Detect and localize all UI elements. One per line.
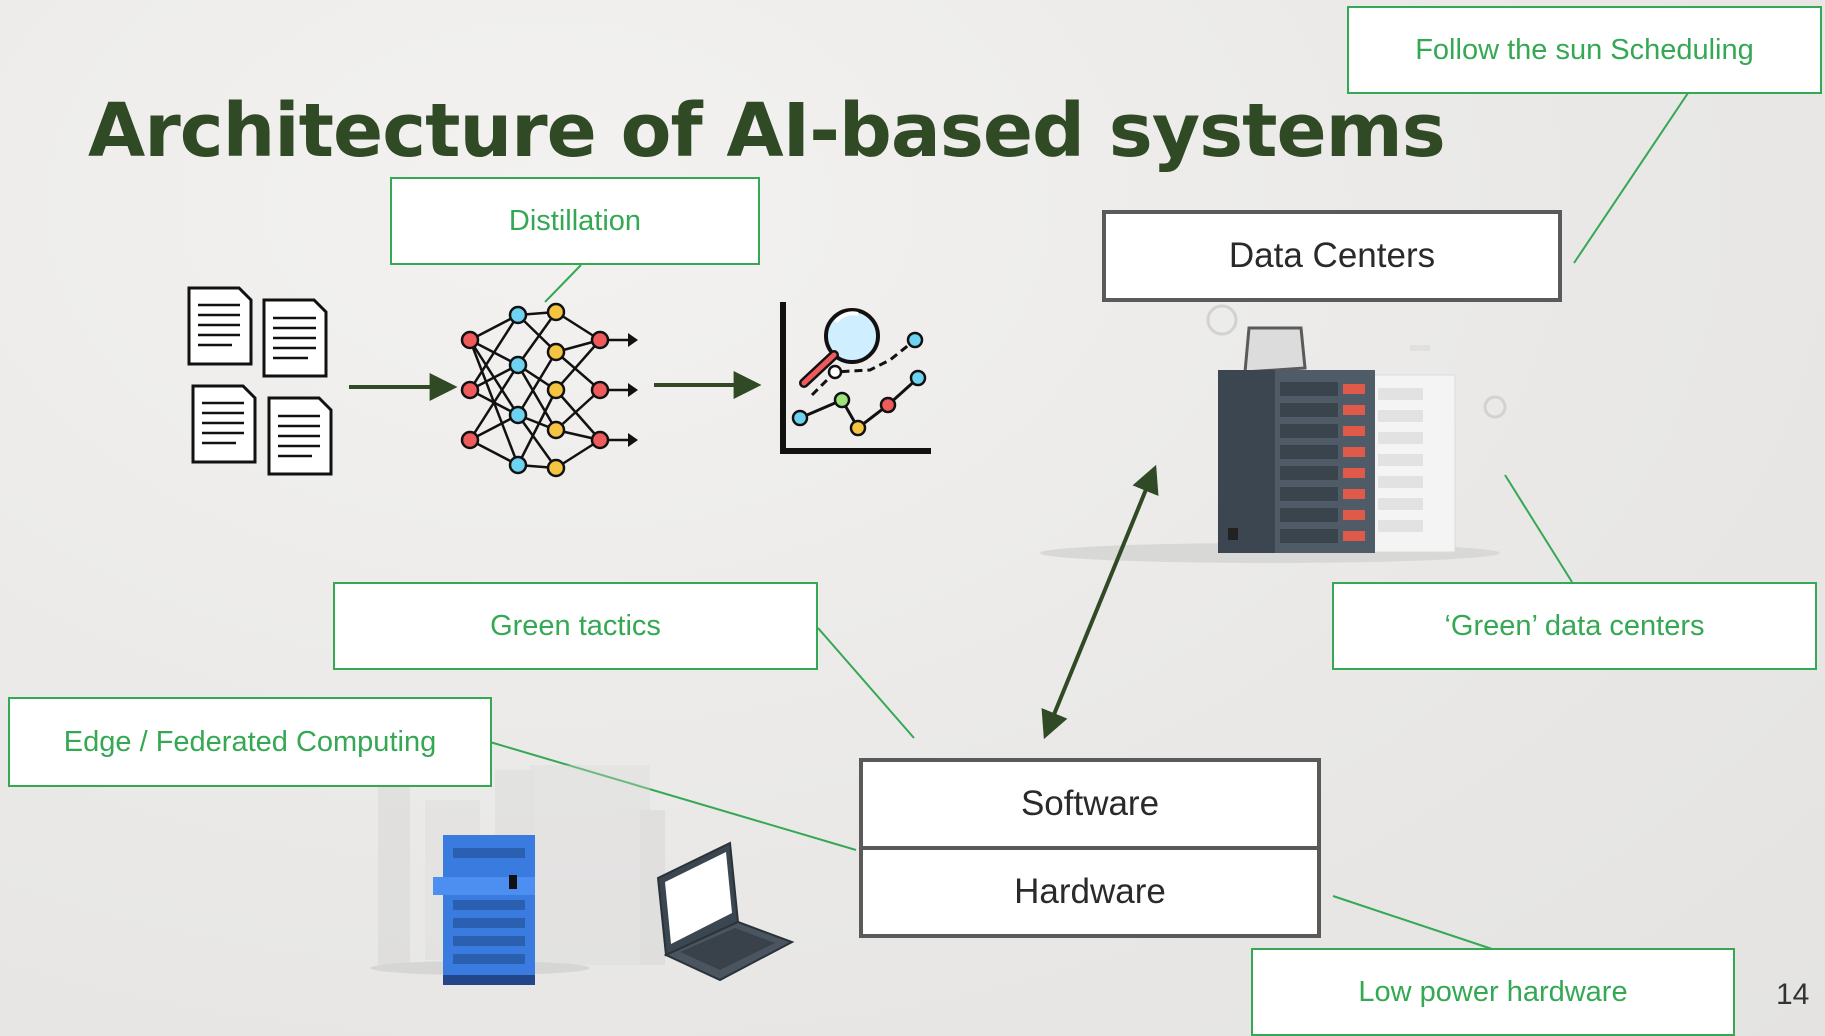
documents-icon — [187, 286, 333, 476]
label-green-tactics: Green tactics — [333, 582, 818, 670]
connector-lines — [489, 92, 1689, 950]
data-analysis-icon — [780, 302, 931, 454]
laptop-icon — [656, 841, 795, 982]
slide-title: Architecture of AI-based systems — [88, 88, 1446, 174]
label-low-power-hardware: Low power hardware — [1251, 948, 1735, 1036]
box-software: Software — [859, 758, 1321, 850]
label-edge-federated: Edge / Federated Computing — [8, 697, 492, 787]
connector-distillation — [544, 264, 582, 303]
connector-low-power — [1332, 895, 1493, 950]
server-rack-icon — [1040, 304, 1507, 563]
box-hardware: Hardware — [859, 846, 1321, 938]
connector-edge-federated — [489, 741, 857, 851]
connector-green-tactics — [817, 627, 915, 739]
page-number: 14 — [1776, 978, 1810, 1011]
label-follow-the-sun: Follow the sun Scheduling — [1347, 6, 1822, 94]
neural-network-icon — [460, 302, 638, 478]
connector-follow-the-sun — [1573, 92, 1689, 264]
double-arrow-icon — [1041, 464, 1159, 740]
box-data-centers: Data Centers — [1102, 210, 1562, 302]
label-distillation: Distillation — [390, 177, 760, 265]
server-blue-icon — [370, 765, 665, 985]
connector-green-data-centers — [1504, 474, 1573, 583]
label-green-data-centers: ‘Green’ data centers — [1332, 582, 1817, 670]
